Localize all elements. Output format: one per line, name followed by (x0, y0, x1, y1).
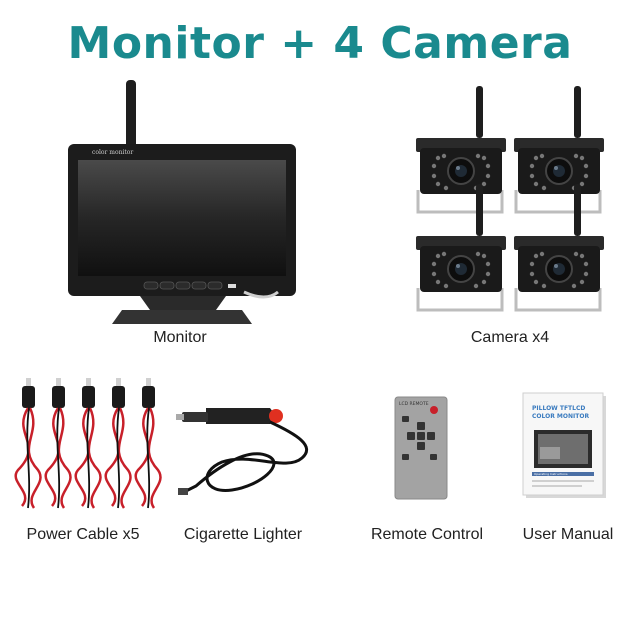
power-cable-label: Power Cable x5 (26, 526, 140, 543)
manual-title-1: PILLOW TFTLCD (532, 405, 585, 412)
monitor-image: color monitor (66, 78, 298, 324)
remote-label: Remote Control (370, 526, 484, 543)
cameras-image (412, 86, 612, 322)
manual-label: User Manual (522, 526, 614, 543)
monitor-label: Monitor (153, 329, 207, 346)
cigarette-lighter-label: Cigarette Lighter (183, 526, 303, 543)
manual-image: PILLOW TFTLCD COLOR MONITOR Operating In… (522, 392, 608, 500)
cameras-label: Camera x4 (470, 329, 550, 346)
manual-footer: Operating Instructions (534, 472, 568, 476)
remote-brand-text: LCD REMOTE (399, 401, 429, 407)
power-cable-image (8, 374, 174, 512)
page-title: Monitor + 4 Camera (67, 18, 573, 69)
monitor-brand-text: color monitor (92, 149, 133, 156)
remote-image: LCD REMOTE (394, 396, 448, 500)
cigarette-lighter-image (176, 394, 324, 506)
manual-title-2: COLOR MONITOR (532, 413, 589, 420)
